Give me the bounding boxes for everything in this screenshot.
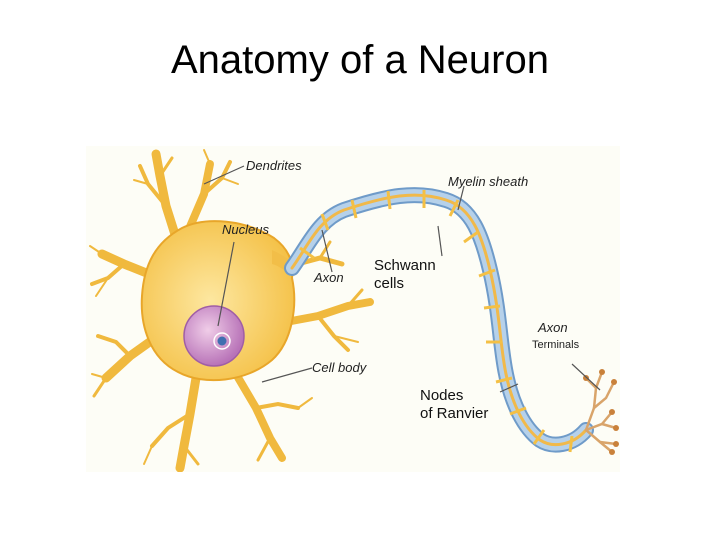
dendrites [89, 149, 374, 472]
label-myelin-sheath: Myelin sheath [448, 174, 528, 189]
leader-lines [203, 165, 601, 393]
slide-title: Anatomy of a Neuron [171, 38, 549, 82]
label-nodes-of-ranvier-line2: of Ranvier [420, 405, 488, 422]
terminal-boutons [583, 369, 619, 455]
label-nodes-of-ranvier-line1: Nodes [420, 387, 463, 404]
myelinated-axon [284, 187, 594, 453]
label-dendrites: Dendrites [246, 158, 302, 173]
label-schwann-cells-line2: cells [374, 275, 404, 292]
nucleolus-ring [213, 332, 231, 350]
nucleus [183, 305, 245, 367]
nodes-of-ranvier [299, 190, 574, 453]
label-schwann-cells-line1: Schwann [374, 257, 436, 274]
neuron-diagram: Dendrites Myelin sheath Nucleus Axon Sch… [86, 146, 620, 472]
label-cell-body: Cell body [312, 360, 368, 375]
label-axon-terminals-line2: Terminals [532, 339, 580, 351]
label-axon: Axon [313, 270, 344, 285]
nucleolus [217, 336, 227, 346]
cell-body [140, 220, 296, 382]
label-axon-terminals-line1: Axon [537, 320, 568, 335]
label-nucleus: Nucleus [222, 222, 269, 237]
